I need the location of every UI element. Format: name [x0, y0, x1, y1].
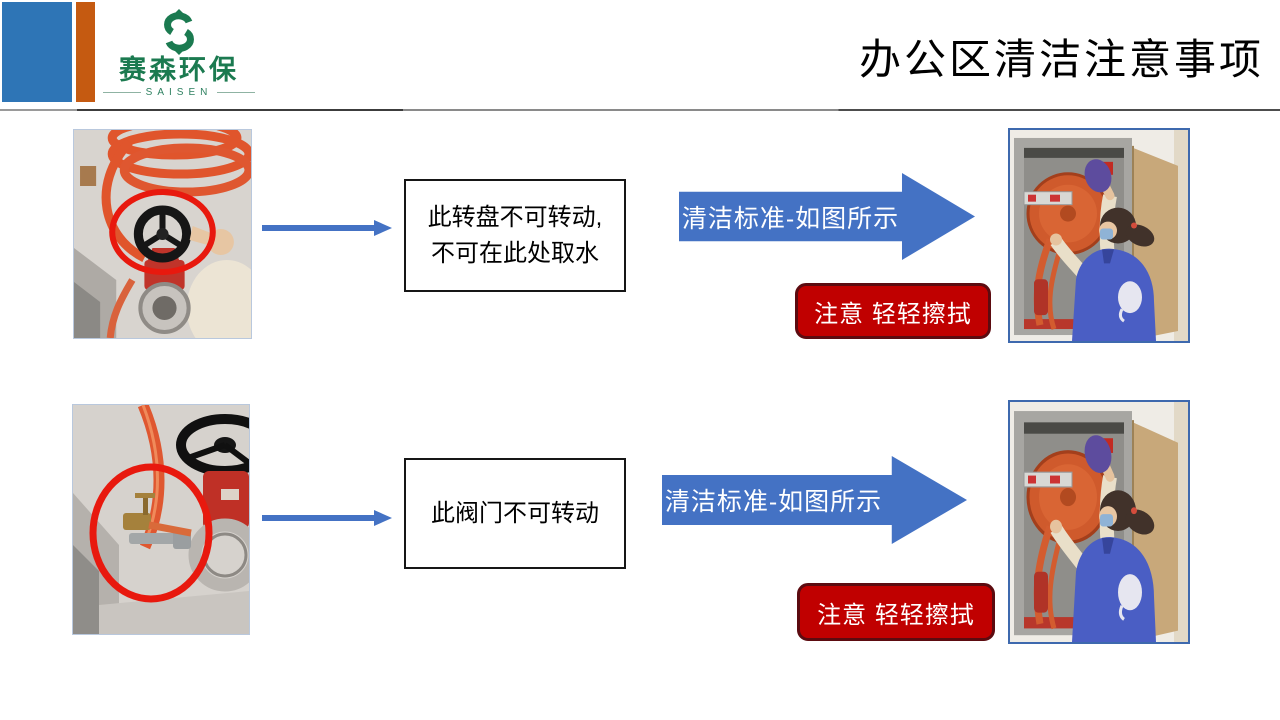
logo-rule-left — [103, 92, 141, 94]
right-block-arrow-icon — [662, 456, 967, 544]
note-line: 不可在此处取水 — [431, 239, 599, 267]
right-block-arrow-icon — [679, 173, 975, 260]
company-logo: 赛森环保 SAISEN — [103, 8, 255, 98]
connector-right-arrow-icon — [262, 510, 392, 526]
arrow-label: 清洁标准-如图所示 — [664, 488, 883, 516]
page-title: 办公区清洁注意事项 — [858, 35, 1264, 84]
note-line: 此阀门不可转动 — [431, 499, 599, 527]
arrow-label: 清洁标准-如图所示 — [681, 205, 900, 233]
warning-badge: 注意 轻轻擦拭 — [797, 583, 995, 641]
standard-block-arrow: 清洁标准-如图所示 — [662, 456, 967, 544]
photo-fire-hose-valve-circled — [72, 404, 250, 635]
warning-badge: 注意 轻轻擦拭 — [795, 283, 991, 339]
standard-block-arrow: 清洁标准-如图所示 — [679, 173, 975, 260]
photo-worker-wiping-hose-reel — [1008, 128, 1190, 343]
logo-latin-name: SAISEN — [145, 87, 213, 99]
photo-worker-wiping-hose-reel — [1008, 400, 1190, 644]
note-box-turntable: 此转盘不可转动, 不可在此处取水 — [404, 179, 626, 292]
photo-fire-hose-wheel-circled — [73, 129, 252, 339]
saisen-logo-icon — [164, 9, 194, 55]
note-line: 此转盘不可转动, — [427, 203, 603, 231]
logo-company-name: 赛森环保 — [119, 55, 239, 85]
deco-bar-blue — [2, 2, 72, 102]
note-box-valve: 此阀门不可转动 — [404, 458, 626, 569]
logo-rule-right — [217, 92, 255, 94]
deco-bar-orange — [76, 2, 95, 102]
header-divider — [0, 109, 1280, 111]
logo-latin-row: SAISEN — [103, 87, 255, 98]
connector-right-arrow-icon — [262, 220, 392, 236]
